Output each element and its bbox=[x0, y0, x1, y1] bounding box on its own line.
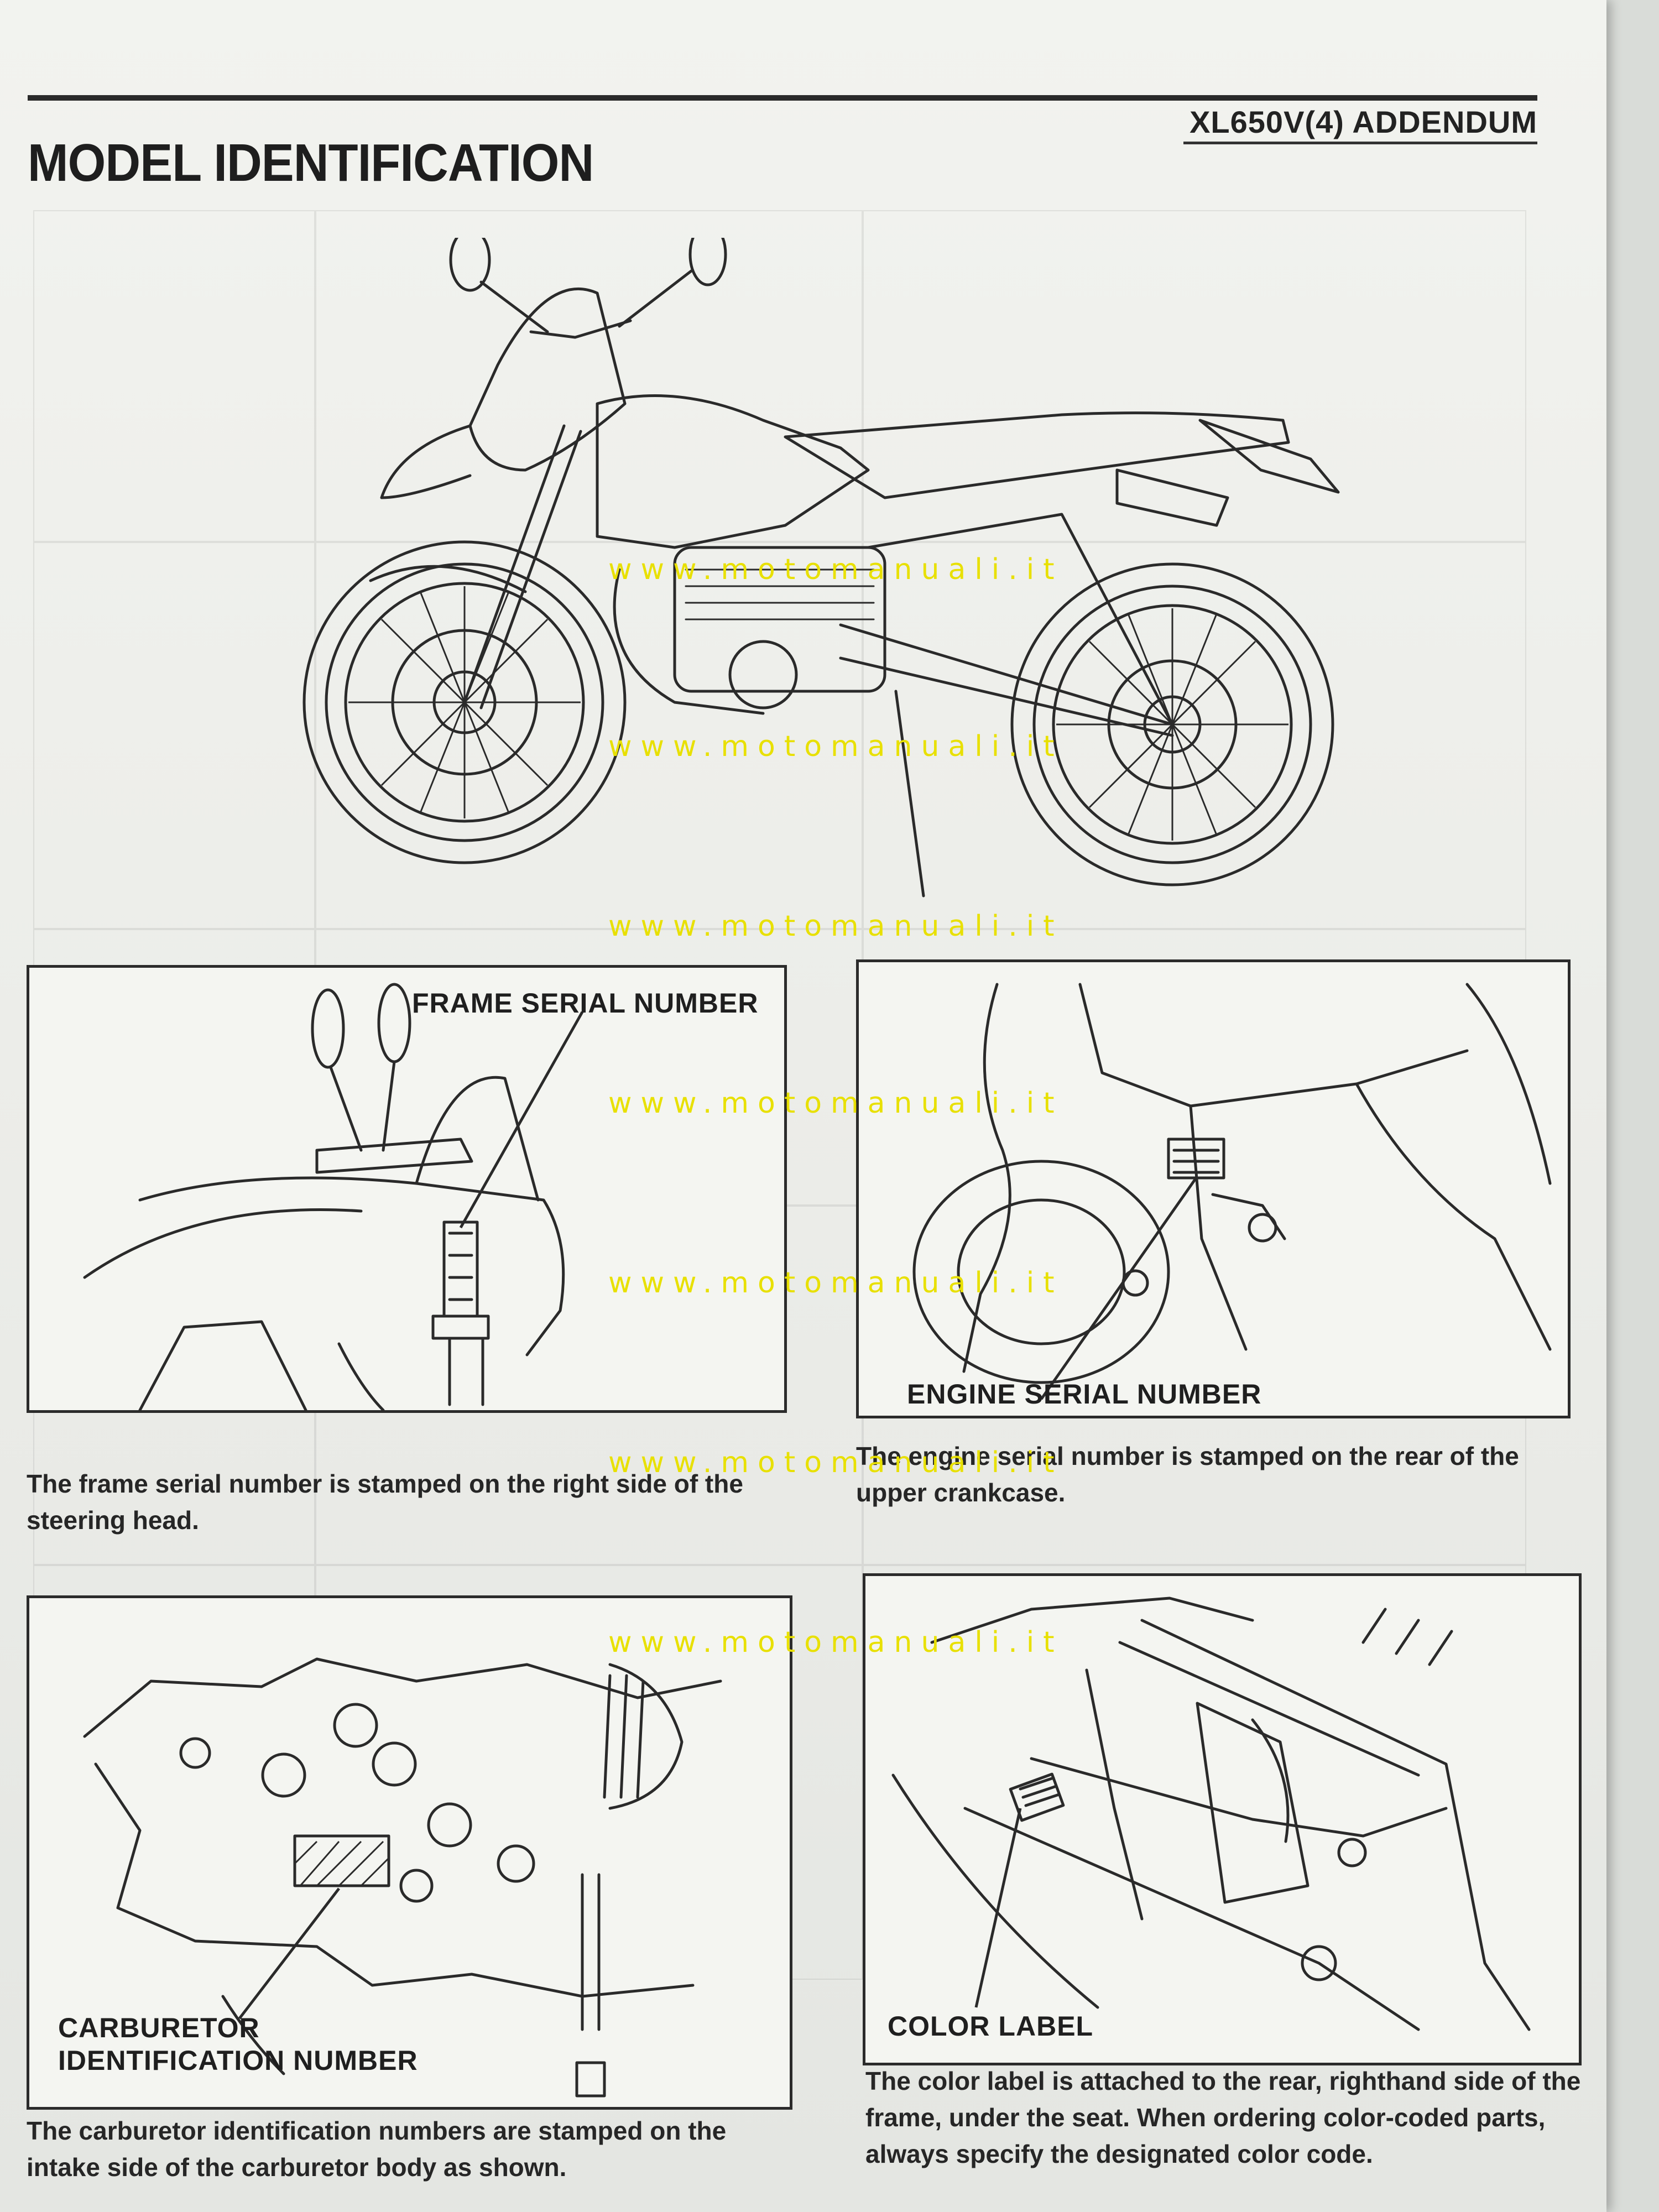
watermark: www.motomanuali.it bbox=[608, 730, 1063, 763]
carburetor-id-figure bbox=[27, 1595, 792, 2110]
carburetor-drawing bbox=[83, 1657, 722, 2098]
watermark: www.motomanuali.it bbox=[608, 910, 1063, 943]
engine-serial-label: ENGINE SERIAL NUMBER bbox=[907, 1379, 1262, 1410]
color-label-caption: The color label is attached to the rear,… bbox=[865, 2067, 1581, 2168]
watermark: www.motomanuali.it bbox=[608, 1446, 1063, 1479]
frame-serial-label: FRAME SERIAL NUMBER bbox=[412, 988, 759, 1019]
manual-page: XL650V(4) ADDENDUM MODEL IDENTIFICATION bbox=[0, 0, 1606, 2212]
steering-head-drawing bbox=[83, 983, 584, 1410]
carburetor-id-caption: The carburetor identification numbers ar… bbox=[27, 2116, 727, 2182]
frame-serial-caption: The frame serial number is stamped on th… bbox=[27, 1469, 743, 1535]
section-underline bbox=[1183, 142, 1537, 144]
crankcase-drawing bbox=[912, 983, 1552, 1400]
page-title: MODEL IDENTIFICATION bbox=[28, 133, 594, 192]
motorcycle-drawing bbox=[302, 238, 1340, 898]
section-title: XL650V(4) ADDENDUM bbox=[1190, 105, 1537, 139]
engine-serial-figure bbox=[856, 959, 1571, 1418]
watermark: www.motomanuali.it bbox=[608, 553, 1063, 586]
carburetor-id-label-line1: CARBURETOR bbox=[58, 2012, 260, 2043]
color-label-figure bbox=[863, 1573, 1582, 2065]
carburetor-id-label-line2: IDENTIFICATION NUMBER bbox=[58, 2045, 418, 2076]
color-label-label: COLOR LABEL bbox=[888, 2011, 1094, 2042]
under-seat-frame-drawing bbox=[891, 1597, 1531, 2031]
watermark: www.motomanuali.it bbox=[608, 1266, 1063, 1300]
engine-serial-caption: The engine serial number is stamped on t… bbox=[856, 1442, 1519, 1507]
watermark: www.motomanuali.it bbox=[608, 1087, 1063, 1120]
frame-serial-figure bbox=[27, 965, 787, 1413]
header-rule bbox=[28, 95, 1537, 101]
watermark: www.motomanuali.it bbox=[608, 1626, 1063, 1659]
motorcycle-illustration bbox=[288, 238, 1366, 918]
